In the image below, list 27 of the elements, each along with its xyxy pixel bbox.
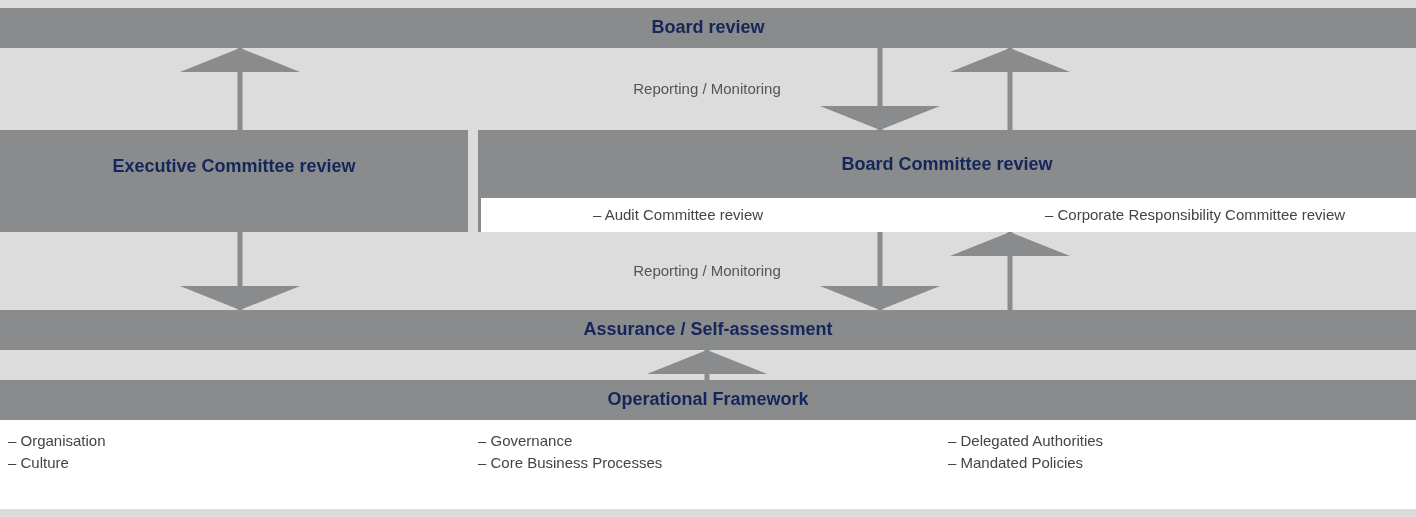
arrow xyxy=(180,48,300,130)
arrow xyxy=(180,232,300,310)
band-title: Board Committee review xyxy=(840,154,1054,175)
band-title: Board review xyxy=(650,17,766,38)
flow-label: Reporting / Monitoring xyxy=(633,80,781,97)
list-item: – Mandated Policies xyxy=(948,454,1084,471)
framework-box xyxy=(0,380,1416,509)
list-item: – Culture xyxy=(8,454,69,471)
list-item: – Corporate Responsibility Committee review xyxy=(1045,206,1346,223)
band-title: Executive Committee review xyxy=(111,156,357,177)
list-item: – Core Business Processes xyxy=(478,454,663,471)
flow-label: Reporting / Monitoring xyxy=(633,262,781,279)
arrow xyxy=(820,48,940,130)
arrow xyxy=(820,232,940,310)
band-title: Assurance / Self-assessment xyxy=(582,319,834,340)
arrow xyxy=(950,48,1070,130)
banner-band xyxy=(0,310,1416,350)
arrow xyxy=(950,232,1070,310)
banner-band xyxy=(0,8,1416,48)
list-item: – Governance xyxy=(478,432,573,449)
review-box xyxy=(478,130,1416,232)
list-item: – Delegated Authorities xyxy=(948,432,1104,449)
list-item: – Organisation xyxy=(8,432,106,449)
arrow xyxy=(647,350,767,380)
band-title: Operational Framework xyxy=(606,389,810,410)
list-item: – Audit Committee review xyxy=(593,206,764,223)
review-box xyxy=(0,130,468,232)
